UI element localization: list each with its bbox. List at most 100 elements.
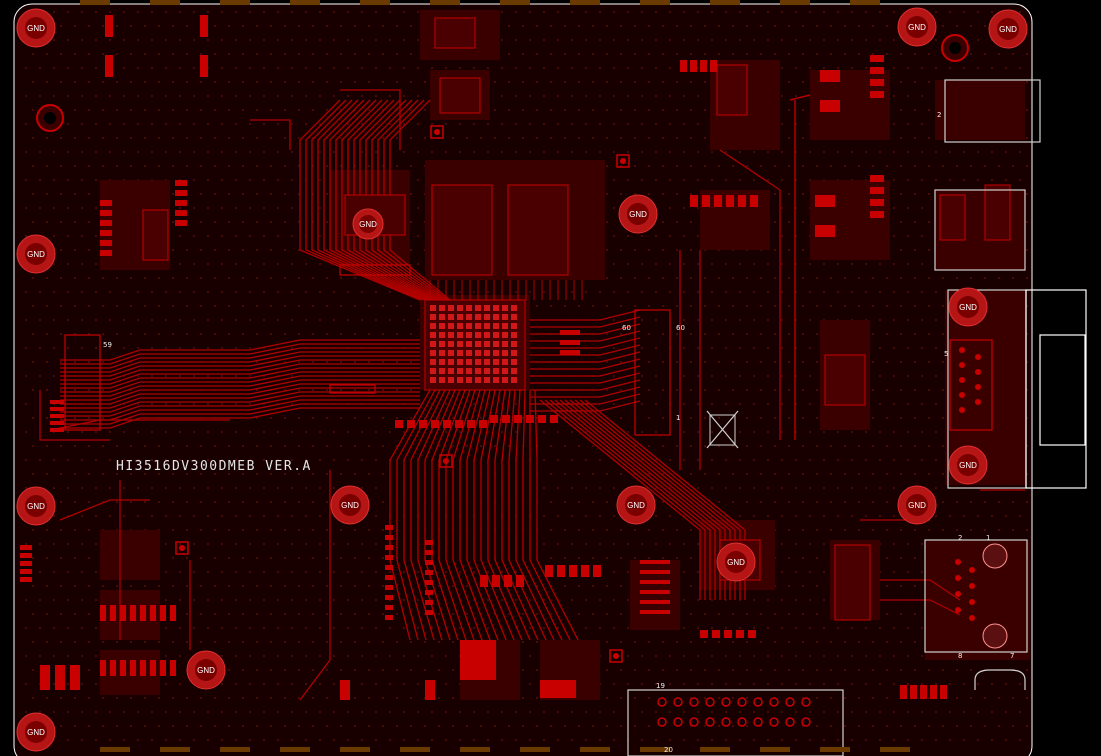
via-dot <box>39 319 41 321</box>
via-dot <box>382 725 384 727</box>
header-pin <box>721 717 731 727</box>
via-dot <box>634 305 636 307</box>
via-dot <box>942 473 944 475</box>
via-dot <box>893 655 895 657</box>
via-dot <box>109 95 111 97</box>
via-dot <box>592 25 594 27</box>
via-dot <box>690 389 692 391</box>
via-dot <box>95 39 97 41</box>
via-dot <box>326 25 328 27</box>
trace <box>539 399 701 600</box>
via-dot <box>851 291 853 293</box>
via-dot <box>697 319 699 321</box>
via-dot <box>564 53 566 55</box>
via-dot <box>984 697 986 699</box>
via-dot <box>298 445 300 447</box>
via-dot <box>270 137 272 139</box>
dsub-pin <box>959 377 965 383</box>
via-dot <box>907 67 909 69</box>
via-dot <box>732 473 734 475</box>
via-dot <box>578 53 580 55</box>
via-dot <box>263 543 265 545</box>
via-dot <box>179 151 181 153</box>
via-dot <box>179 95 181 97</box>
via-dot <box>326 417 328 419</box>
via-dot <box>256 221 258 223</box>
via-dot <box>158 25 160 27</box>
via-dot <box>74 557 76 559</box>
trace <box>60 367 420 389</box>
via-dot <box>46 529 48 531</box>
via-dot <box>361 599 363 601</box>
via-dot <box>655 95 657 97</box>
via-dot <box>760 641 762 643</box>
via-dot <box>585 739 587 741</box>
bga-ball <box>448 332 454 338</box>
via-dot <box>480 417 482 419</box>
via-dot <box>725 11 727 13</box>
via-dot <box>914 445 916 447</box>
solder-pad <box>736 630 744 638</box>
via-dot <box>193 375 195 377</box>
via-dot <box>32 389 34 391</box>
via-dot <box>158 501 160 503</box>
via-dot <box>193 291 195 293</box>
via-dot <box>872 53 874 55</box>
via-dot <box>935 39 937 41</box>
via-dot <box>767 459 769 461</box>
trace <box>60 339 420 361</box>
via-dot <box>928 109 930 111</box>
gnd-pad-label: GND <box>341 501 359 510</box>
via-dot <box>858 641 860 643</box>
via-dot <box>305 39 307 41</box>
via-dot <box>998 165 1000 167</box>
via-dot <box>221 123 223 125</box>
via-dot <box>284 445 286 447</box>
via-dot <box>340 557 342 559</box>
via-dot <box>501 431 503 433</box>
via-dot <box>319 711 321 713</box>
via-dot <box>585 627 587 629</box>
solder-pad <box>557 565 565 577</box>
solder-pad <box>870 199 884 206</box>
via-dot <box>557 123 559 125</box>
via-dot <box>487 627 489 629</box>
via-dot <box>613 403 615 405</box>
via-dot <box>620 305 622 307</box>
via-dot <box>683 599 685 601</box>
weee-symbol <box>709 414 736 446</box>
edge-finger <box>700 747 730 752</box>
gnd-pad-label: GND <box>27 250 45 259</box>
via-dot <box>816 417 818 419</box>
solder-pad <box>407 420 415 428</box>
via-dot <box>277 207 279 209</box>
via-dot <box>655 487 657 489</box>
via-dot <box>676 529 678 531</box>
via-dot <box>326 53 328 55</box>
via-dot <box>256 529 258 531</box>
via-dot <box>648 249 650 251</box>
via-dot <box>634 669 636 671</box>
via-dot <box>60 333 62 335</box>
via-dot <box>487 739 489 741</box>
via-dot <box>60 529 62 531</box>
via-dot <box>599 487 601 489</box>
via-dot <box>193 403 195 405</box>
via-dot <box>151 123 153 125</box>
via-dot <box>907 95 909 97</box>
via-dot <box>144 333 146 335</box>
via-dot <box>823 459 825 461</box>
via-dot <box>529 95 531 97</box>
via-dot <box>767 179 769 181</box>
via-dot <box>123 123 125 125</box>
via-dot <box>921 291 923 293</box>
via-dot <box>263 151 265 153</box>
via-dot <box>277 67 279 69</box>
via-dot <box>396 81 398 83</box>
via-dot <box>536 697 538 699</box>
via-dot <box>214 305 216 307</box>
via-dot <box>809 347 811 349</box>
via-dot <box>368 585 370 587</box>
via-dot <box>326 445 328 447</box>
via-dot <box>53 683 55 685</box>
